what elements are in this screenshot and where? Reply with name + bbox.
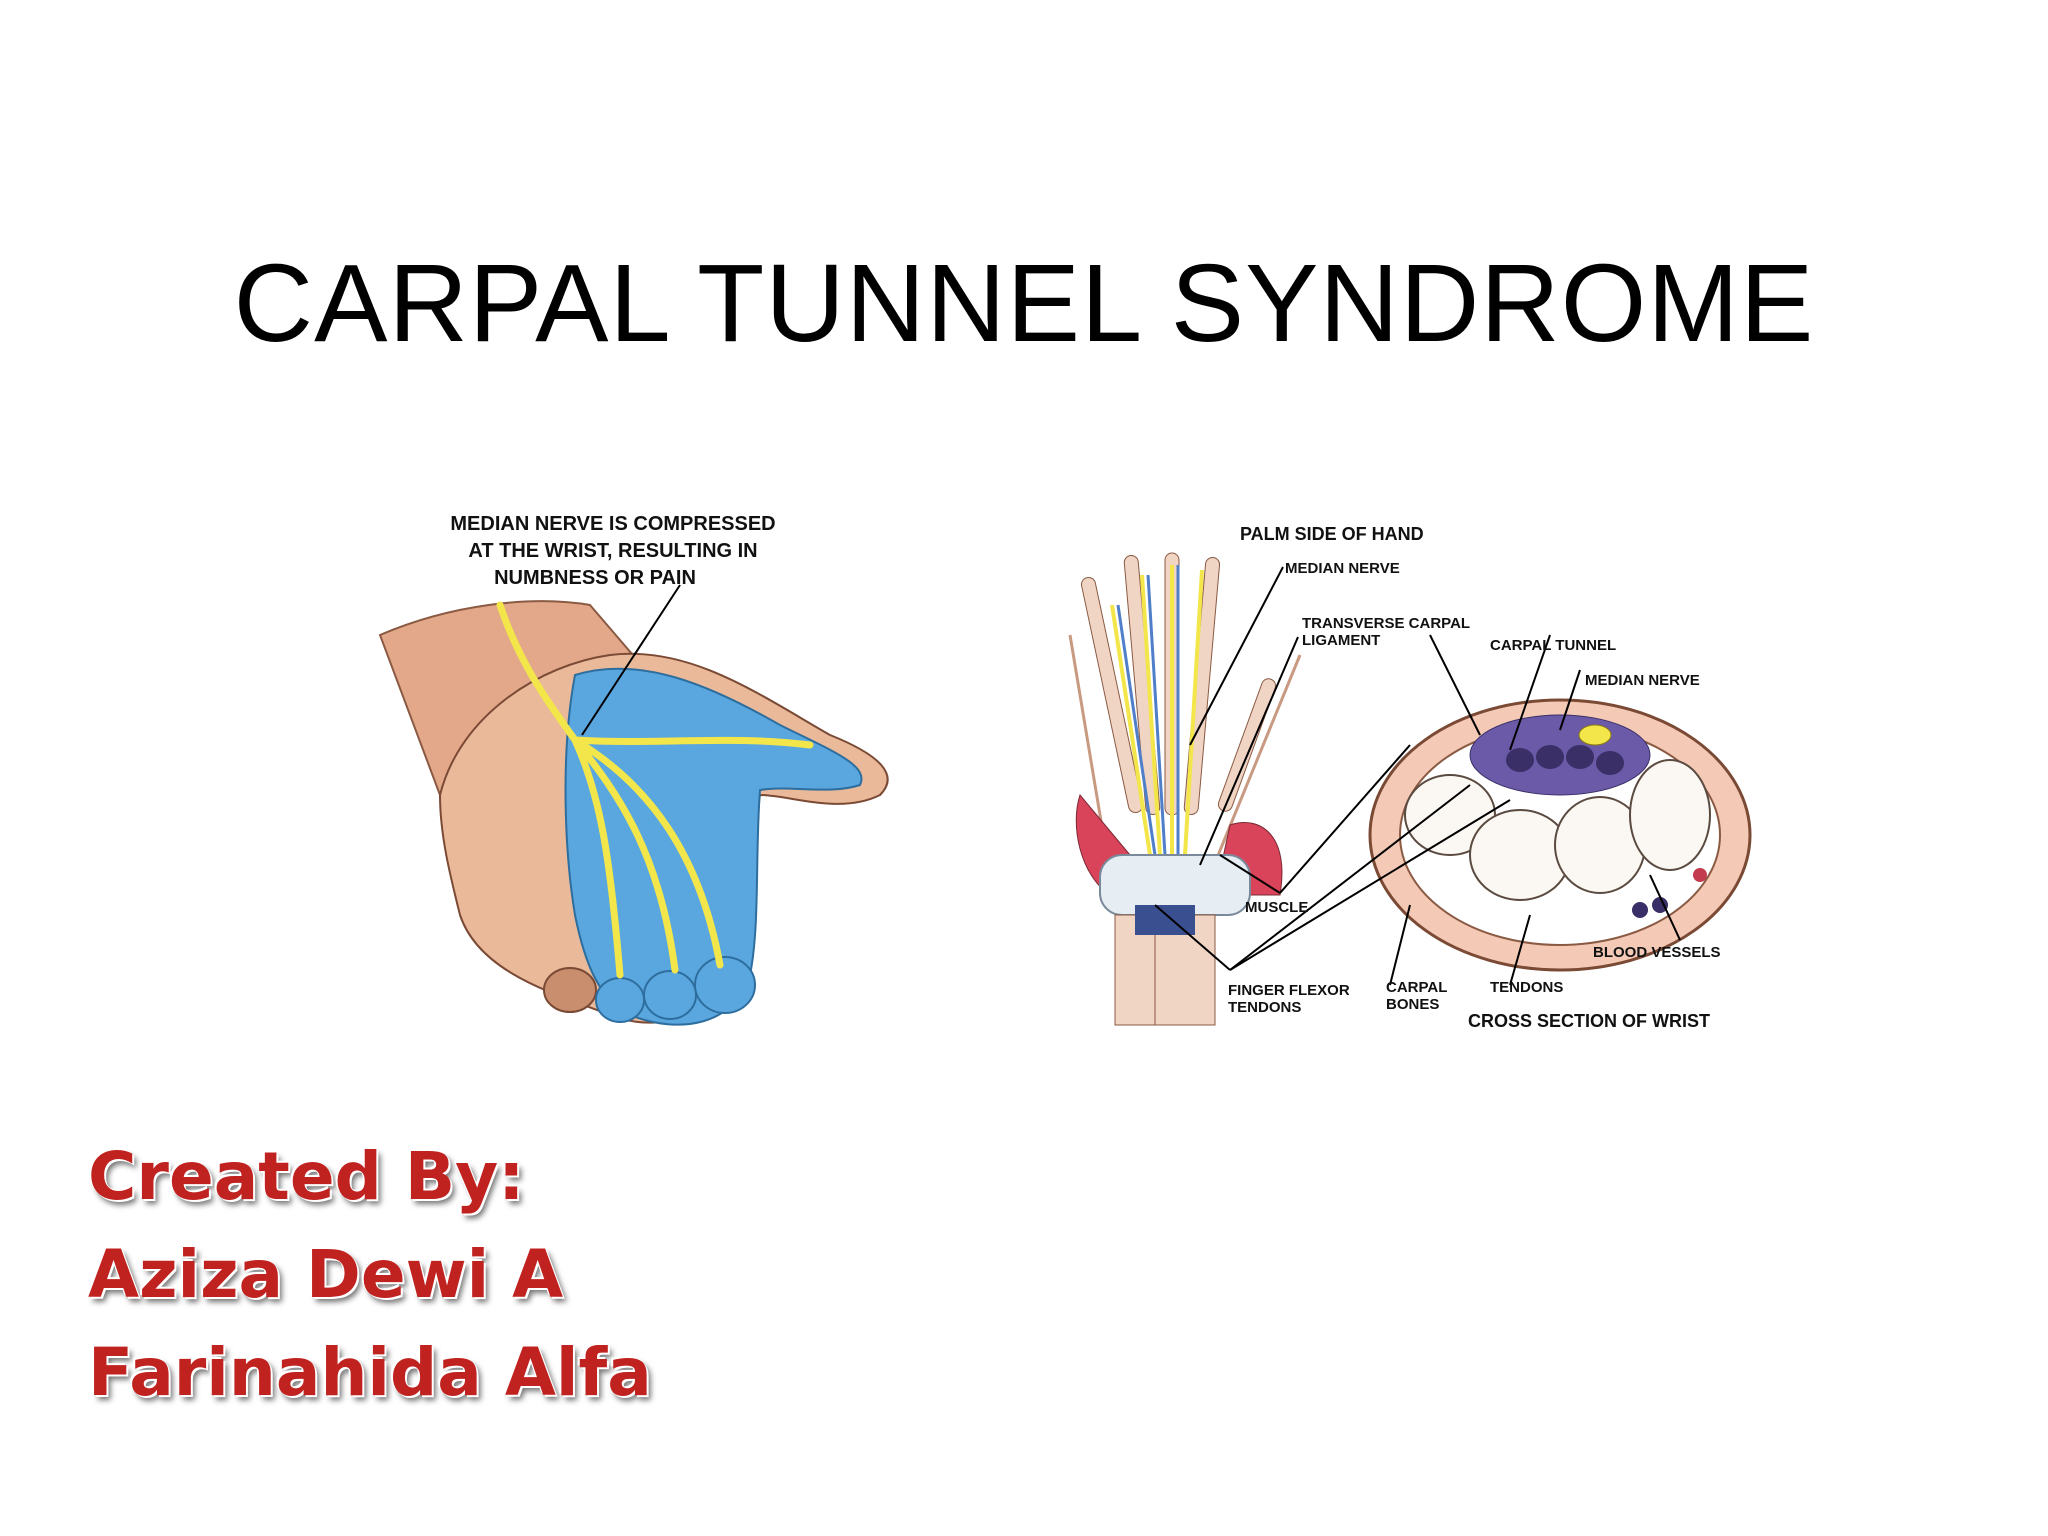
slide-title: CARPAL TUNNEL SYNDROME [233,242,1815,365]
finger-tip [643,970,697,1020]
caption-line-1: MEDIAN NERVE IS COMPRESSED [450,513,775,535]
wrist-anatomy-illustration: PALM SIDE OF HAND [1040,495,1770,1055]
caption-line-2: AT THE WRIST, RESULTING IN [468,540,757,562]
finger-tip [543,967,597,1013]
hand-nerve-drawing: MEDIAN NERVE IS COMPRESSED AT THE WRIST,… [360,495,995,1055]
label-blood-vessels: BLOOD VESSELS [1593,944,1721,961]
caption-line-3: NUMBNESS OR PAIN [494,567,696,589]
author-name: Aziza Dewi A [88,1236,564,1313]
label-transverse-2: LIGAMENT [1302,632,1380,649]
median-nerve-path [496,601,814,979]
finger-tip [595,977,645,1023]
label-muscle: MUSCLE [1245,899,1308,916]
label-median-nerve-section: MEDIAN NERVE [1585,672,1700,689]
label-cross-section: CROSS SECTION OF WRIST [1468,1011,1710,1031]
pointer-line [581,584,681,736]
label-carpal-tunnel: CARPAL TUNNEL [1490,637,1616,654]
label-finger-flexor-1: FINGER FLEXOR [1228,982,1350,999]
credits-heading: Created By: [88,1138,525,1215]
label-transverse-1: TRANSVERSE CARPAL [1302,615,1470,632]
finger-tip [694,956,756,1014]
leader-lines [1154,566,1681,986]
label-tendons: TENDONS [1490,979,1563,996]
numb-region [564,667,863,1026]
palm-heading: PALM SIDE OF HAND [1240,524,1424,544]
label-carpal-bones-1: CARPAL [1386,979,1447,996]
cross-section-drawing [1368,698,1752,972]
label-finger-flexor-2: TENDONS [1228,999,1301,1016]
wrist-anatomy-drawing: PALM SIDE OF HAND [1040,495,1770,1055]
hand-nerve-illustration: MEDIAN NERVE IS COMPRESSED AT THE WRIST,… [360,495,995,1055]
label-median-nerve-hand: MEDIAN NERVE [1285,560,1400,577]
label-carpal-bones-2: BONES [1386,996,1439,1013]
palm-hand-drawing [1068,552,1302,1026]
credits-block: Created By: Aziza Dewi A Farinahida Alfa [88,1128,652,1422]
author-name: Farinahida Alfa [88,1334,652,1411]
